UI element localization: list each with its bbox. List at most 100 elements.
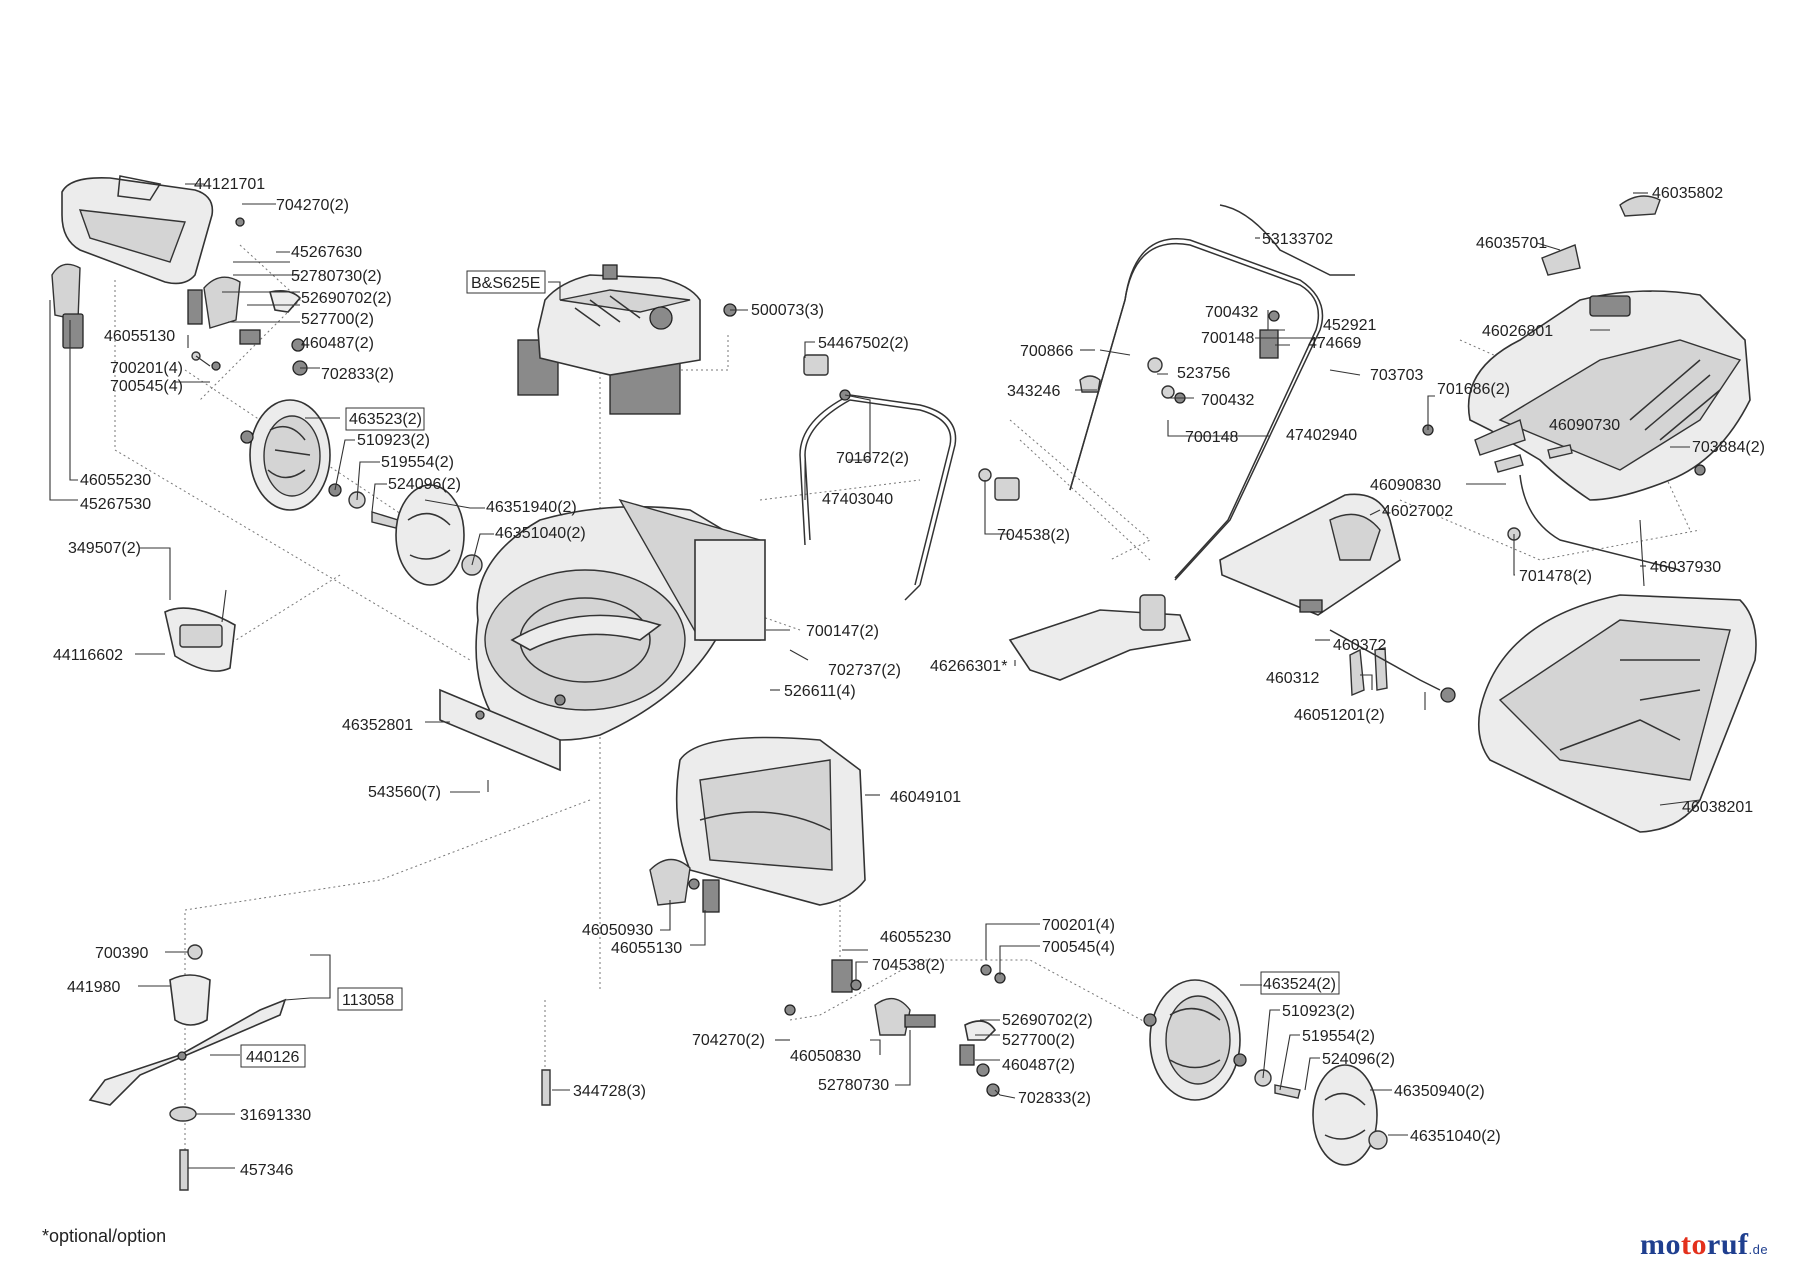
side-discharge-chute — [1008, 594, 1192, 681]
part-label: 700148 — [1201, 330, 1254, 347]
part-label: 519554(2) — [1302, 1028, 1375, 1045]
catcher-top-frame — [1467, 290, 1751, 501]
mulching-plug — [1219, 493, 1401, 616]
part-label: 52780730(2) — [291, 268, 382, 285]
leader-lines — [49, 183, 1701, 1169]
rear-deflector-housing — [675, 736, 866, 906]
part-label: 441980 — [67, 979, 120, 996]
part-label: 46050930 — [582, 922, 653, 939]
side-clip-left — [51, 263, 84, 349]
part-label: 526611(4) — [784, 683, 856, 700]
part-label: 46026801 — [1482, 323, 1553, 340]
wheel-left — [240, 399, 399, 529]
part-label: 700545(4) — [1042, 939, 1115, 956]
part-label: 700201(4) — [1042, 917, 1115, 934]
part-label: 700201(4) — [110, 360, 183, 377]
part-label: 510923(2) — [1282, 1003, 1355, 1020]
part-label: 700390 — [95, 945, 148, 962]
part-label: 54467502(2) — [818, 335, 909, 352]
part-label: 701672(2) — [836, 450, 909, 467]
part-label: 702833(2) — [1018, 1090, 1091, 1107]
part-label: 46055130 — [104, 328, 175, 345]
part-label: 452921 — [1323, 317, 1376, 334]
part-label: 349507(2) — [68, 540, 141, 557]
part-label: 700866 — [1020, 343, 1073, 360]
part-label: 46055130 — [611, 940, 682, 957]
part-label: 474669 — [1308, 335, 1361, 352]
part-label: 704538(2) — [997, 527, 1070, 544]
part-label: 704270(2) — [692, 1032, 765, 1049]
hub-cap-right — [1312, 1064, 1388, 1166]
part-label: 460487(2) — [1002, 1057, 1075, 1074]
logo-suffix: .de — [1748, 1242, 1769, 1257]
part-label: 703884(2) — [1692, 439, 1765, 456]
part-label: 463524(2) — [1263, 976, 1336, 993]
part-label: 46037930 — [1650, 559, 1721, 576]
part-label: 704538(2) — [872, 957, 945, 974]
part-label: 460312 — [1266, 670, 1319, 687]
part-label: 46351040(2) — [1410, 1128, 1501, 1145]
part-label: 701478(2) — [1519, 568, 1592, 585]
part-label: 44121701 — [194, 176, 265, 193]
part-label: 519554(2) — [381, 454, 454, 471]
front-carry-handle — [164, 568, 236, 672]
wheel-right — [1143, 979, 1301, 1101]
part-label: 46055230 — [80, 472, 151, 489]
part-label: 702833(2) — [321, 366, 394, 383]
part-label: 46027002 — [1382, 503, 1453, 520]
part-label: 46351040(2) — [495, 525, 586, 542]
logo-text: motoruf — [1640, 1228, 1749, 1261]
mower-deck — [439, 498, 766, 792]
part-label: 53133702 — [1262, 231, 1333, 248]
part-label: 704270(2) — [276, 197, 349, 214]
part-label: 343246 — [1007, 383, 1060, 400]
grass-catcher-bag — [1477, 594, 1757, 833]
part-label: 700432 — [1201, 392, 1254, 409]
part-label: 46350940(2) — [1394, 1083, 1485, 1100]
label-boxes — [240, 270, 1340, 1068]
part-label: 46050830 — [790, 1048, 861, 1065]
catcher-cover — [61, 175, 214, 285]
part-label: B&S625E — [471, 275, 540, 292]
part-label: 344728(3) — [573, 1083, 646, 1100]
part-label: 47402940 — [1286, 427, 1357, 444]
part-label: 460372 — [1333, 637, 1386, 654]
part-label: 52690702(2) — [1002, 1012, 1093, 1029]
part-label: 524096(2) — [1322, 1051, 1395, 1068]
part-label: 47403040 — [822, 491, 893, 508]
part-label: 527700(2) — [301, 311, 374, 328]
catcher-lid-small — [1541, 195, 1661, 276]
height-adjust-bracket-right — [784, 959, 1006, 1097]
part-label: 701686(2) — [1437, 381, 1510, 398]
deck-screw — [541, 1069, 551, 1106]
part-label: 45267530 — [80, 496, 151, 513]
blade-assembly — [88, 944, 287, 1191]
height-adjust-bracket-center — [649, 858, 720, 913]
part-label: 52780730 — [818, 1077, 889, 1094]
part-label: 500073(3) — [751, 302, 824, 319]
part-labels: 44121701 704270(2) 45267630 52780730(2) … — [53, 176, 1765, 1179]
part-label: 527700(2) — [1002, 1032, 1075, 1049]
part-label: 46352801 — [342, 717, 413, 734]
motoruf-logo: motoruf.de — [1640, 1228, 1768, 1262]
part-label: 46266301* — [930, 658, 1007, 675]
hub-cap-left — [395, 484, 483, 586]
part-label: 524096(2) — [388, 476, 461, 493]
part-label: 700432 — [1205, 304, 1258, 321]
part-label: 457346 — [240, 1162, 293, 1179]
part-label: 46035701 — [1476, 235, 1547, 252]
part-label: 46038201 — [1682, 799, 1753, 816]
part-label: 463523(2) — [349, 411, 422, 428]
part-label: 523756 — [1177, 365, 1230, 382]
lower-handle — [799, 354, 1020, 601]
part-label: 46090830 — [1370, 477, 1441, 494]
part-label: 46055230 — [880, 929, 951, 946]
part-label: 702737(2) — [828, 662, 901, 679]
part-label: 510923(2) — [357, 432, 430, 449]
part-label: 700147(2) — [806, 623, 879, 640]
part-label: 703703 — [1370, 367, 1423, 384]
part-label: 46035802 — [1652, 185, 1723, 202]
part-label: 46049101 — [890, 789, 961, 806]
rear-flap-hinge — [1329, 629, 1456, 703]
